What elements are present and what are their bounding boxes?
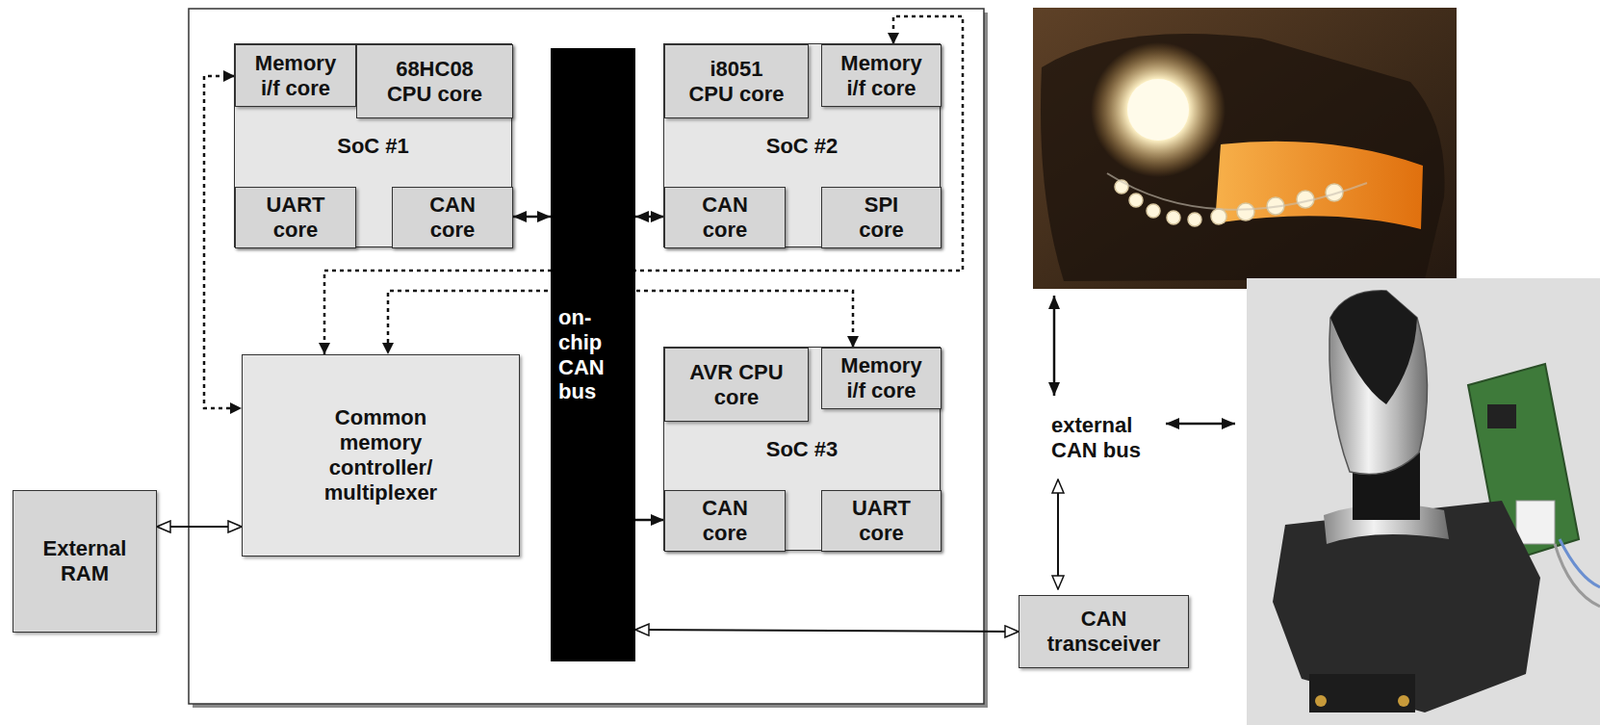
soc-block: SoC #2 i8051 CPU core Memory i/f coreCAN c… bbox=[663, 43, 941, 248]
led bbox=[1146, 204, 1161, 218]
box-label: on-chip CAN bus bbox=[550, 305, 624, 406]
can-core: CAN core bbox=[664, 490, 786, 552]
chip-boundary bbox=[188, 8, 984, 704]
can-core: CAN core bbox=[391, 186, 514, 249]
soc-block: SoC #1 Memory i/f core 68HC08 CPU coreUART… bbox=[233, 43, 513, 248]
transceiver-box: CAN transceiver bbox=[1018, 594, 1189, 669]
can-core: CAN core bbox=[664, 186, 786, 249]
led-strip bbox=[1114, 180, 1343, 227]
headlight-photo bbox=[1032, 7, 1457, 289]
memory-interface-core: Memory i/f core bbox=[234, 44, 357, 107]
led bbox=[1211, 208, 1227, 225]
bus-connector bbox=[635, 215, 665, 219]
box-label: CAN transceiver bbox=[1041, 606, 1167, 657]
bus-connector bbox=[156, 525, 242, 528]
soc-block: SoC #3 AVR CPU core Memory i/f coreCAN cor… bbox=[663, 346, 941, 551]
memory-interface-core: Memory i/f core bbox=[821, 44, 942, 107]
bus-label: external CAN bus bbox=[1051, 412, 1148, 464]
shifter-knob bbox=[1329, 290, 1428, 475]
uart-core: UART core bbox=[234, 186, 357, 249]
chip bbox=[1487, 404, 1517, 429]
led bbox=[1166, 210, 1181, 225]
box-label: CAN core bbox=[686, 192, 764, 243]
shifter-base bbox=[1272, 500, 1541, 713]
box-label: CAN core bbox=[686, 495, 764, 546]
connector bbox=[1516, 500, 1555, 544]
box-label: UART core bbox=[843, 495, 921, 546]
box-label: External RAM bbox=[36, 536, 133, 587]
screw bbox=[1315, 695, 1327, 707]
shifter-photo bbox=[1246, 278, 1600, 725]
box-label: Memory i/f core bbox=[247, 51, 344, 102]
chrome-trim bbox=[1107, 173, 1368, 210]
bus-connector bbox=[635, 518, 665, 522]
indicator-light bbox=[1214, 141, 1423, 230]
bus-connector bbox=[635, 629, 1019, 632]
cpu-core: AVR CPU core bbox=[664, 347, 809, 422]
screw bbox=[1397, 695, 1410, 707]
box-label: SoC #3 bbox=[664, 437, 940, 463]
led bbox=[1129, 193, 1143, 207]
box-label: Common memory controller/ multiplexer bbox=[320, 405, 441, 506]
bus-link-arrow bbox=[1053, 295, 1057, 396]
box-label: UART core bbox=[257, 192, 335, 243]
led bbox=[1187, 212, 1202, 227]
box-label: SPI core bbox=[843, 192, 921, 243]
wire bbox=[1554, 543, 1600, 607]
memory-interface-core: Memory i/f core bbox=[821, 347, 942, 410]
bus-link-arrow bbox=[1057, 479, 1059, 590]
box-label: Memory i/f core bbox=[833, 51, 930, 102]
uart-core: UART core bbox=[821, 490, 942, 552]
box-label: SoC #1 bbox=[234, 133, 512, 159]
box-label: SoC #2 bbox=[664, 133, 940, 159]
can-bus-bar: on-chip CAN bus bbox=[550, 48, 636, 662]
box-label: AVR CPU core bbox=[686, 360, 787, 411]
cpu-core: 68HC08 CPU core bbox=[356, 44, 514, 119]
headlamp bbox=[1127, 78, 1189, 141]
led bbox=[1237, 203, 1255, 221]
box-label: CAN core bbox=[413, 192, 491, 243]
memory-controller: Common memory controller/ multiplexer bbox=[241, 354, 520, 557]
box-label: Memory i/f core bbox=[833, 353, 930, 404]
box-label: 68HC08 CPU core bbox=[385, 56, 486, 107]
bus-link-arrow bbox=[1165, 422, 1236, 426]
knob-top bbox=[1330, 290, 1418, 405]
wire bbox=[1559, 539, 1600, 588]
mount-plate bbox=[1309, 673, 1416, 713]
headlight-housing bbox=[1040, 33, 1446, 282]
bus-connector bbox=[513, 215, 551, 219]
ram-box: External RAM bbox=[12, 490, 157, 633]
cpu-core: i8051 CPU core bbox=[664, 44, 809, 119]
box-label: i8051 CPU core bbox=[686, 56, 787, 107]
lamp-glow bbox=[1090, 42, 1226, 178]
spi-core: SPI core bbox=[821, 186, 942, 249]
